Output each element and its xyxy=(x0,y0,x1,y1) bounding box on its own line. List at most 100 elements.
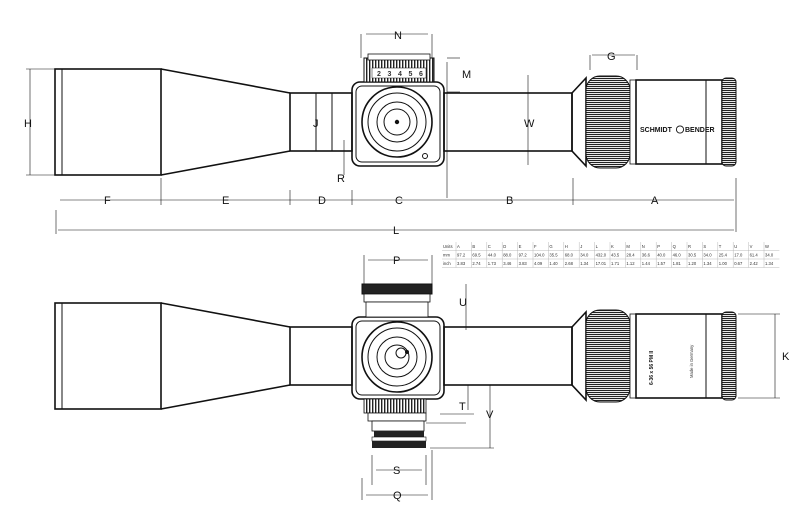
spec-table-cell: 1.81 xyxy=(673,261,682,266)
spec-table-header: B xyxy=(472,244,475,249)
dim-label-h: H xyxy=(24,118,32,130)
spec-table-cell: 44.0 xyxy=(488,253,497,258)
spec-table-header: D xyxy=(503,244,506,249)
magnification-ring xyxy=(585,75,631,169)
dim-label-a: A xyxy=(651,195,659,207)
brand-logo-icon xyxy=(675,125,685,134)
objective-taper xyxy=(160,68,291,176)
spec-table-header: C xyxy=(488,244,491,249)
spec-table-cell: 46.0 xyxy=(673,253,682,258)
dim-label-w: W xyxy=(524,118,535,130)
spec-table-header: R xyxy=(688,244,691,249)
spec-table-header: W xyxy=(765,244,769,249)
spec-table-cell: 97.2 xyxy=(519,253,528,258)
spec-table-cell: 1.20 xyxy=(688,261,697,266)
spec-table-cell: 30.5 xyxy=(688,253,697,258)
eyepiece-diopter xyxy=(721,77,737,167)
spec-table-cell: 3.83 xyxy=(519,261,528,266)
eyepiece xyxy=(635,79,723,165)
dim-label-f: F xyxy=(104,195,111,207)
spec-table-header: T xyxy=(719,244,722,249)
scope-side-view: 6-36 x 56 PM II Made in Germany P U K T … xyxy=(54,255,790,502)
spec-table-cell: 34.0 xyxy=(703,253,712,258)
dim-label-j: J xyxy=(313,118,319,130)
spec-table-cell: 2.74 xyxy=(472,261,481,266)
spec-table-header: L xyxy=(596,244,599,249)
spec-table-header: F xyxy=(534,244,537,249)
spec-table-header: V xyxy=(750,244,753,249)
spec-table-cell: 1.34 xyxy=(703,261,712,266)
spec-table-cell: 88.0 xyxy=(503,253,512,258)
dim-label-u: U xyxy=(459,297,467,309)
spec-table-cell: 61.4 xyxy=(750,253,759,258)
spec-table-cell: 4.09 xyxy=(534,261,543,266)
spec-table-cell: 1.34 xyxy=(765,261,774,266)
dim-label-q: Q xyxy=(393,490,402,502)
dim-label-n: N xyxy=(394,30,402,42)
spec-table-cell: 3.83 xyxy=(457,261,466,266)
spec-table-header: P xyxy=(657,244,660,249)
spec-table-cell: 0.67 xyxy=(734,261,743,266)
dim-label-v: V xyxy=(486,409,494,421)
spec-table-header: S xyxy=(703,244,706,249)
turret-number: 3 xyxy=(388,71,392,78)
dim-label-s: S xyxy=(393,465,400,477)
spec-table-cell: 35.5 xyxy=(549,253,558,258)
side-origin-label: Made in Germany xyxy=(689,344,694,378)
turret-number: 5 xyxy=(409,71,413,78)
spec-table-cell: 2.68 xyxy=(565,261,574,266)
dim-label-k: K xyxy=(782,351,790,363)
side-model-label: 6-36 x 56 PM II xyxy=(649,350,655,385)
dim-label-d: D xyxy=(318,195,326,207)
dim-label-m: M xyxy=(462,69,471,81)
spec-table-cell: 34.0 xyxy=(765,253,774,258)
dim-label-p: P xyxy=(393,255,400,267)
main-tube xyxy=(443,92,573,152)
side-objective-bell xyxy=(54,302,162,410)
objective-bell xyxy=(54,68,162,176)
spec-table-header: U xyxy=(734,244,737,249)
spec-table-cell: 17.0 xyxy=(734,253,743,258)
turret-number: 4 xyxy=(398,71,402,78)
spec-table-cell: 36.6 xyxy=(642,253,651,258)
spec-table-header: E xyxy=(519,244,522,249)
spec-table-header: M xyxy=(626,244,630,249)
dim-label-e: E xyxy=(222,195,229,207)
spec-table-cell: 2.42 xyxy=(750,261,759,266)
spec-table-header: G xyxy=(549,244,552,249)
dim-label-r: R xyxy=(337,173,345,185)
spec-table-cell: 25.4 xyxy=(719,253,728,258)
spec-table-cell: 97.2 xyxy=(457,253,466,258)
brand-label-part-2: BENDER xyxy=(685,127,715,134)
brand-label-part-1: SCHMIDT xyxy=(640,127,673,134)
spec-table-cell: 40.0 xyxy=(657,253,666,258)
spec-table-cell: 3.46 xyxy=(503,261,512,266)
dim-label-b: B xyxy=(506,195,513,207)
spec-table-header: Units xyxy=(443,244,453,249)
spec-table-header: A xyxy=(457,244,460,249)
front-tube xyxy=(289,92,353,152)
side-elevation-cap xyxy=(361,283,433,295)
side-turret-housing xyxy=(351,316,445,400)
spec-table-header: Q xyxy=(673,244,677,249)
dim-label-l: L xyxy=(393,225,399,237)
spec-table-cell: inch xyxy=(443,261,451,266)
spec-table-header: N xyxy=(642,244,645,249)
spec-table-header: K xyxy=(611,244,614,249)
spec-table-cell: 1.73 xyxy=(488,261,497,266)
spec-table-cell: 1.40 xyxy=(549,261,558,266)
spec-table-cell: 1.71 xyxy=(611,261,620,266)
turret-number: 6 xyxy=(419,71,423,78)
spec-table-cell: 1.12 xyxy=(626,261,635,266)
side-view-parallax-knob xyxy=(361,321,433,393)
dim-label-c: C xyxy=(395,195,403,207)
spec-table-header: J xyxy=(580,244,582,249)
spec-table-cell: 43.5 xyxy=(611,253,620,258)
dim-label-t: T xyxy=(459,401,466,413)
spec-table-cell: 1.57 xyxy=(657,261,666,266)
spec-table-cell: 34.0 xyxy=(580,253,589,258)
